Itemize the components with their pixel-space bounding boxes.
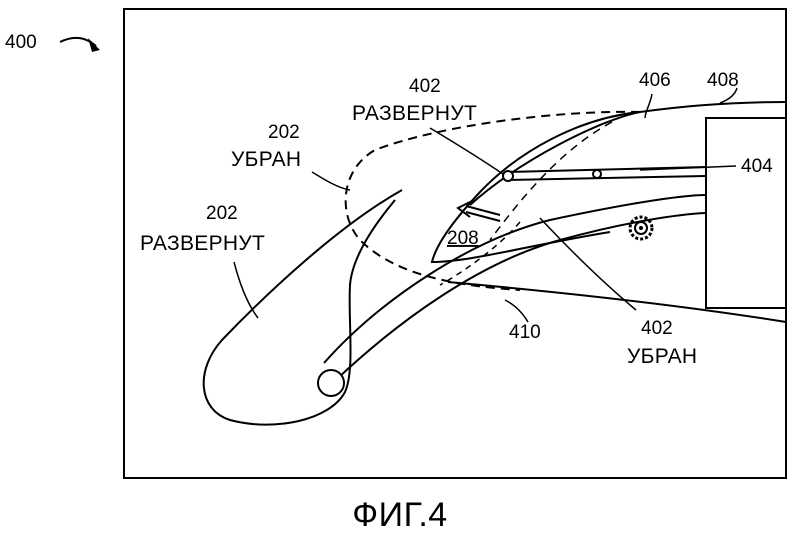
label-402-top-state: РАЗВЕРНУТ [352, 102, 477, 125]
label-408: 408 [707, 70, 739, 91]
track-410-inner [337, 212, 707, 379]
wing-spar-box [705, 117, 787, 309]
flap-202-deployed-outline [202, 189, 403, 426]
figure-caption: ФИГ.4 [352, 496, 448, 534]
label-202-stowed-number: 202 [268, 122, 300, 143]
motion-arrowhead-208 [456, 200, 473, 218]
label-402-bottom-state: УБРАН [627, 345, 697, 368]
leader-406 [644, 93, 653, 119]
label-202-deployed-state: РАЗВЕРНУТ [140, 232, 265, 255]
label-208: 208 [447, 228, 479, 249]
track-roller [317, 369, 345, 397]
wing-lower-surface [447, 281, 787, 323]
leader-404 [639, 165, 737, 171]
leader-402-bottom [539, 217, 637, 311]
actuator-rod-404-lower [505, 175, 707, 181]
slat-402-deployed-outline [344, 110, 641, 291]
leader-408 [719, 87, 738, 104]
actuator-joint-left [502, 170, 514, 182]
label-402-bottom-number: 402 [641, 318, 673, 339]
motion-arrow-208 [465, 205, 501, 222]
actuator-joint-right [592, 169, 602, 179]
label-202-stowed-state: УБРАН [231, 148, 301, 171]
leader-402-top [429, 127, 504, 175]
label-404: 404 [741, 156, 773, 177]
figure-ref-arrowhead [88, 38, 100, 52]
figure-ref-label: 400 [5, 32, 37, 53]
slat-402-deployed-edge [489, 121, 613, 241]
label-402-top-number: 402 [409, 76, 441, 97]
leader-202-stowed [311, 171, 351, 191]
deployed-link-dashed [439, 221, 521, 286]
label-202-deployed-number: 202 [206, 203, 238, 224]
leader-202-deployed [233, 261, 259, 319]
track-410-outer [323, 194, 707, 364]
slat-402-stowed-outline [430, 111, 641, 264]
leader-410 [504, 299, 529, 323]
label-410: 410 [509, 322, 541, 343]
actuator-rod-404-upper [505, 166, 707, 173]
label-406: 406 [639, 70, 671, 91]
